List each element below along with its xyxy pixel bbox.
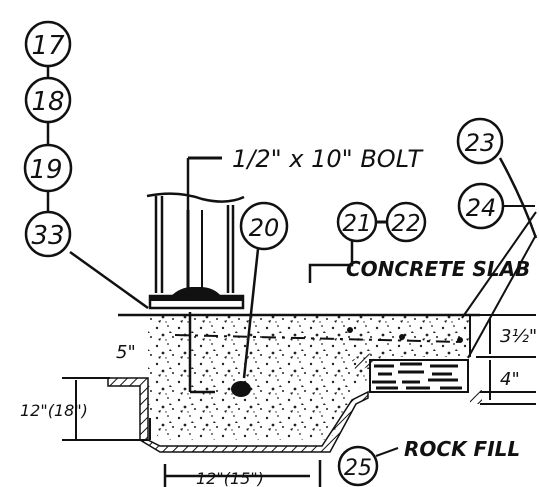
rock-fill-label: ROCK FILL: [404, 437, 520, 461]
callout-23: 23: [456, 117, 538, 239]
concrete-section: [118, 312, 480, 440]
dimension-lines: [62, 314, 536, 487]
rock-fill-bed: [369, 359, 469, 393]
earth-hatch: [107, 352, 482, 453]
bolt-label-group: 1/2" x 10" BOLT: [186, 145, 424, 210]
callout-25: 25: [337, 445, 399, 487]
callout-33-label: 33: [31, 221, 64, 251]
callout-18-label: 18: [31, 87, 64, 117]
dimension-slab-thickness: 3½": [500, 326, 537, 347]
callout-20-label: 20: [249, 214, 280, 242]
sill-plate: [148, 287, 245, 310]
callout-17-label: 17: [31, 31, 65, 61]
callout-33: 33: [24, 210, 72, 258]
callout-24: 24: [457, 182, 537, 359]
callout-21-label: 21: [342, 211, 371, 237]
callout-25-label: 25: [344, 456, 372, 481]
dimension-footing-depth: 12"(18"): [20, 401, 88, 420]
dimension-footing-width: 12"(15"): [196, 469, 264, 487]
callout-19-label: 19: [29, 155, 62, 185]
callout-17: 17: [24, 20, 72, 68]
callout-21-22: 21 22: [308, 201, 427, 283]
dimension-footing-top: 5": [116, 342, 136, 363]
dimension-footing-step: 4": [500, 369, 520, 390]
callout-22-label: 22: [391, 211, 420, 237]
callout-20: 20: [239, 201, 289, 379]
callout-24-label: 24: [466, 194, 497, 222]
callout-stack: [46, 66, 149, 310]
callout-19: 19: [23, 143, 73, 193]
callout-18: 18: [24, 76, 72, 124]
bolt-label: 1/2" x 10" BOLT: [232, 145, 424, 173]
callout-23-label: 23: [465, 129, 496, 157]
concrete-slab-label: CONCRETE SLAB: [346, 257, 530, 281]
post-assembly: [146, 192, 245, 300]
